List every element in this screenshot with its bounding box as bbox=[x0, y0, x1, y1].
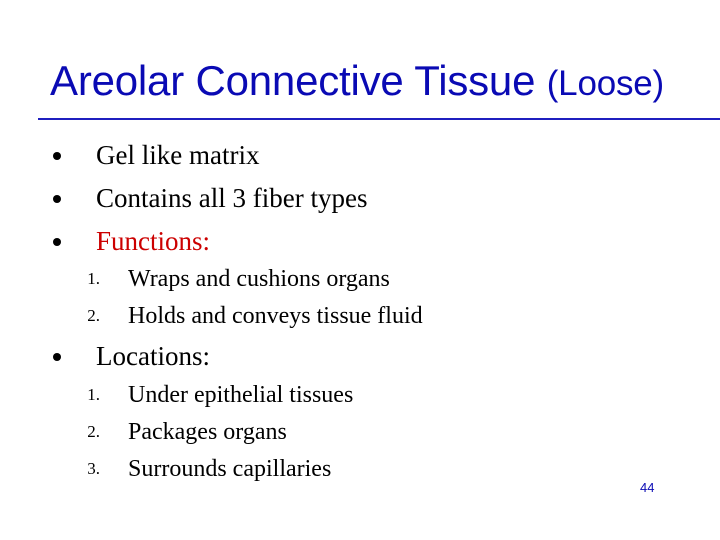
slide-title-suffix: (Loose) bbox=[546, 64, 664, 103]
function-number: 2. bbox=[87, 306, 100, 325]
location-number: 2. bbox=[87, 422, 100, 441]
bullet-functions-heading: Functions: bbox=[96, 226, 211, 256]
bullet-dot bbox=[53, 152, 61, 160]
bullet-locations-heading: Locations: bbox=[96, 341, 210, 371]
location-item: Under epithelial tissues bbox=[128, 382, 354, 408]
bullet-fiber-types: Contains all 3 fiber types bbox=[96, 183, 368, 213]
function-item: Holds and conveys tissue fluid bbox=[128, 303, 423, 329]
bullet-gel-matrix: Gel like matrix bbox=[96, 140, 260, 170]
location-number: 3. bbox=[87, 459, 100, 478]
location-item: Packages organs bbox=[128, 419, 287, 445]
bullet-dot bbox=[53, 238, 61, 246]
page-number: 44 bbox=[640, 480, 655, 495]
function-item: Wraps and cushions organs bbox=[128, 266, 390, 292]
location-item: Surrounds capillaries bbox=[128, 456, 332, 482]
slide-title: Areolar Connective Tissue (Loose) bbox=[50, 56, 664, 109]
bullet-dot bbox=[53, 353, 61, 361]
location-number: 1. bbox=[87, 385, 100, 404]
function-number: 1. bbox=[87, 269, 100, 288]
slide-title-main: Areolar Connective Tissue bbox=[50, 57, 547, 104]
title-divider bbox=[38, 118, 720, 120]
bullet-dot bbox=[53, 195, 61, 203]
